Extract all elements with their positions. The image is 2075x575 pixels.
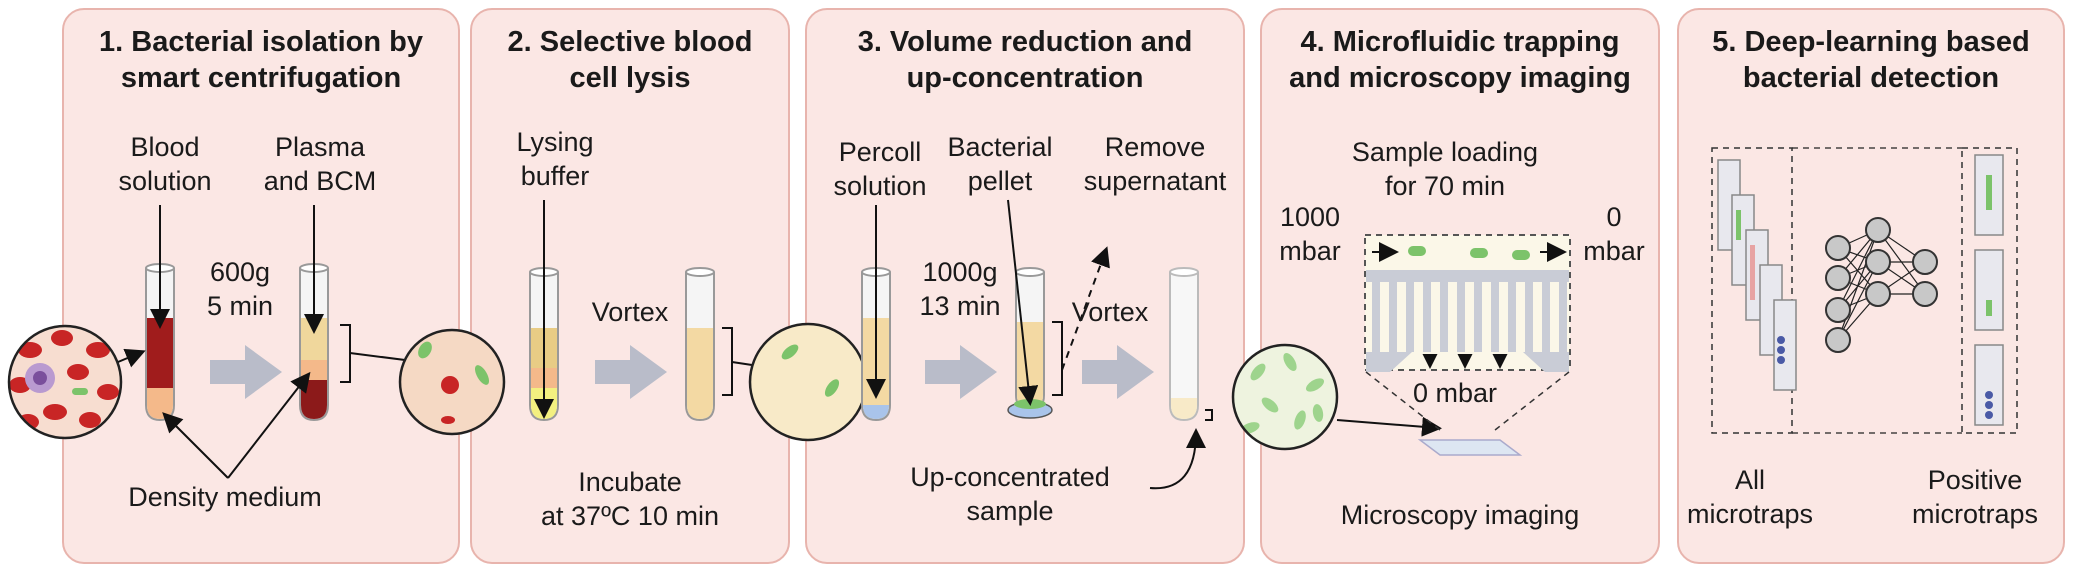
neural-network: [1792, 147, 1962, 434]
plasma-sample-magnified: [400, 330, 504, 434]
tube-percoll: [861, 205, 891, 422]
label-density-medium: Density medium: [128, 482, 322, 512]
label-bacterial-pellet: Bacterial pellet: [947, 132, 1053, 196]
label-pressure-0-bottom: 0 mbar: [1412, 378, 1498, 408]
panel-3-title: 3. Volume reduction and up-concentration: [857, 26, 1193, 94]
panel-2: 2. Selective blood cell lysis: [470, 8, 790, 564]
label-positive-microtraps: Positive microtraps: [1911, 465, 2039, 529]
tube-lysis: [529, 200, 559, 422]
label-lysing-buffer: Lysing buffer: [516, 127, 594, 191]
positive-microtraps: [1961, 147, 2018, 434]
label-pressure-0-right: 0 mbar: [1583, 202, 1645, 266]
label-microscopy-imaging: Microscopy imaging: [1340, 500, 1580, 530]
label-incubate: Incubate at 37ºC 10 min: [541, 467, 719, 531]
tube-blood: [145, 205, 175, 422]
panel-4-title: 4. Microfluidic trapping and microscopy …: [1289, 26, 1631, 94]
label-percoll-solution: Percoll solution: [833, 137, 927, 201]
panel-1-title: 1. Bacterial isolation by smart centrifu…: [99, 26, 423, 94]
tube-lysed: [685, 267, 753, 422]
label-centrifuge-1000g: 1000g 13 min: [919, 257, 1001, 321]
tube-centrifuged: [299, 205, 406, 422]
label-remove-supernatant: Remove supernatant: [1083, 132, 1227, 196]
all-microtraps: [1711, 147, 1797, 434]
label-all-microtraps: All microtraps: [1686, 465, 1814, 529]
panel-2-title: 2. Selective blood cell lysis: [507, 26, 753, 94]
blood-sample-magnified: [9, 326, 121, 438]
tube-upconcentrated: [1149, 267, 1213, 490]
label-vortex-2: Vortex: [1071, 297, 1149, 327]
label-vortex-1: Vortex: [591, 297, 669, 327]
label-centrifuge-600g: 600g 5 min: [206, 257, 274, 321]
label-plasma-bcm: Plasma and BCM: [263, 132, 377, 196]
panel-1: 1. Bacterial isolation by smart centrifu…: [62, 8, 460, 564]
panel-4: 4. Microfluidic trapping and microscopy …: [1260, 8, 1660, 564]
label-upconcentrated-sample: Up-concentrated sample: [910, 462, 1110, 526]
lysed-sample-magnified: [750, 324, 866, 440]
tube-pellet: [1007, 199, 1110, 419]
concentrated-sample-magnified: [1233, 345, 1337, 449]
label-blood-solution: Blood solution: [118, 132, 212, 196]
label-sample-loading: Sample loading for 70 min: [1351, 137, 1539, 201]
microfluidic-chip: [1364, 234, 1571, 456]
label-pressure-1000: 1000 mbar: [1279, 202, 1341, 266]
panel-5-title: 5. Deep-learning based bacterial detecti…: [1712, 26, 2030, 94]
